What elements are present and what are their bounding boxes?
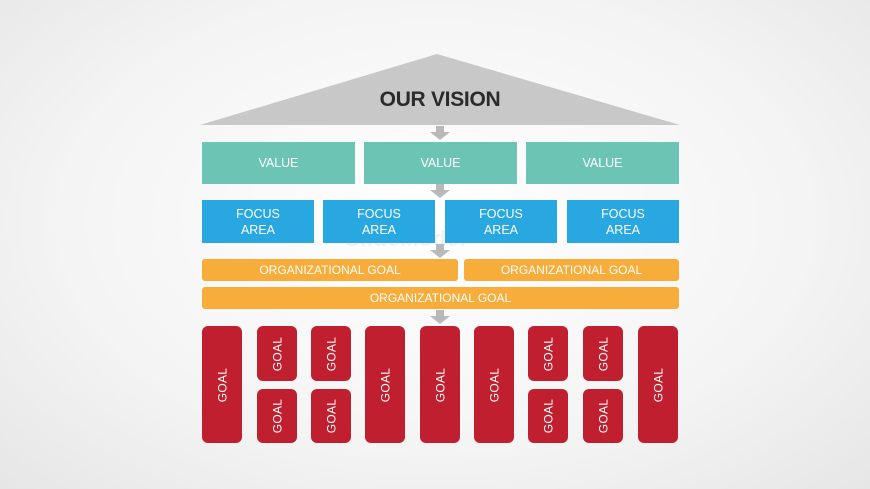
down-arrow-icon xyxy=(430,126,450,140)
goal-box-tall: GOAL xyxy=(638,326,678,443)
focus-area-box: FOCUS AREA xyxy=(202,200,314,243)
value-label: VALUE xyxy=(582,156,623,170)
down-arrow-icon xyxy=(430,310,450,324)
goal-label: GOAL xyxy=(595,336,610,371)
goal-box-short: GOAL xyxy=(257,389,297,443)
goal-label: GOAL xyxy=(323,398,338,434)
focus-area-box: FOCUS AREA xyxy=(323,200,435,243)
org-goal-label: ORGANIZATIONAL GOAL xyxy=(500,263,643,277)
goal-label: GOAL xyxy=(432,367,447,402)
goal-box-short: GOAL xyxy=(528,389,568,443)
goal-label: GOAL xyxy=(269,398,284,434)
value-label: VALUE xyxy=(258,156,299,170)
focus-area-label: FOCUS AREA xyxy=(236,206,280,237)
goal-box-short: GOAL xyxy=(583,389,623,443)
goal-box-tall: GOAL xyxy=(420,326,460,443)
goal-box-short: GOAL xyxy=(528,326,568,381)
value-label: VALUE xyxy=(420,156,461,170)
goal-label: GOAL xyxy=(269,336,284,371)
goal-box-short: GOAL xyxy=(311,389,351,443)
value-box: VALUE xyxy=(202,142,355,184)
org-goal-label: ORGANIZATIONAL GOAL xyxy=(259,263,401,277)
goal-label: GOAL xyxy=(377,367,392,402)
goal-box-short: GOAL xyxy=(583,326,623,381)
goal-box-tall: GOAL xyxy=(474,326,514,443)
value-box: VALUE xyxy=(364,142,517,184)
focus-area-label: FOCUS AREA xyxy=(479,206,523,237)
down-arrow-icon xyxy=(430,244,450,258)
goal-box-tall: GOAL xyxy=(365,326,405,443)
goal-box-tall: GOAL xyxy=(202,326,242,443)
goal-label: GOAL xyxy=(540,336,555,371)
focus-area-box: FOCUS AREA xyxy=(567,200,679,243)
goal-label: GOAL xyxy=(650,367,665,402)
focus-area-box: FOCUS AREA xyxy=(445,200,557,243)
goal-box-short: GOAL xyxy=(311,326,351,381)
goal-label: GOAL xyxy=(214,367,229,402)
focus-area-label: FOCUS AREA xyxy=(601,206,645,237)
org-goal-box: ORGANIZATIONAL GOAL xyxy=(202,287,679,309)
goal-label: GOAL xyxy=(486,367,501,402)
value-box: VALUE xyxy=(526,142,679,184)
org-goal-box: ORGANIZATIONAL GOAL xyxy=(202,259,458,281)
focus-area-label: FOCUS AREA xyxy=(357,206,401,237)
org-goal-label: ORGANIZATIONAL GOAL xyxy=(369,291,512,305)
goal-label: GOAL xyxy=(540,398,555,434)
down-arrow-icon xyxy=(430,184,450,198)
goal-label: GOAL xyxy=(595,398,610,434)
vision-title: OUR VISION xyxy=(379,88,501,111)
goal-box-short: GOAL xyxy=(257,326,297,381)
org-goal-box: ORGANIZATIONAL GOAL xyxy=(464,259,679,281)
goal-label: GOAL xyxy=(323,336,338,371)
